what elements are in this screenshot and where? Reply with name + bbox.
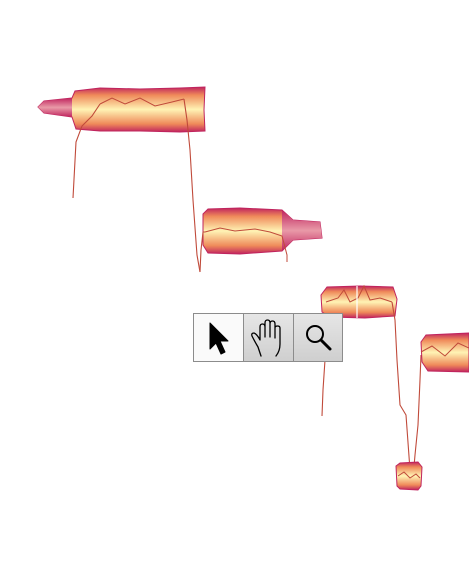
- hand-icon: [249, 318, 289, 358]
- note-blob[interactable]: [420, 332, 469, 373]
- hand-tool-button[interactable]: [243, 314, 293, 361]
- pointer-tool-button[interactable]: [194, 314, 244, 361]
- note-blob[interactable]: [395, 461, 423, 491]
- note-blob[interactable]: [202, 207, 323, 262]
- pitch-curve: [199, 231, 205, 273]
- arrow-pointer-icon: [207, 321, 231, 355]
- pitch-curve: [72, 98, 201, 273]
- tool-palette: [193, 313, 343, 362]
- magnifier-icon: [303, 323, 333, 353]
- note-blob[interactable]: [37, 86, 206, 133]
- zoom-tool-button[interactable]: [292, 314, 343, 361]
